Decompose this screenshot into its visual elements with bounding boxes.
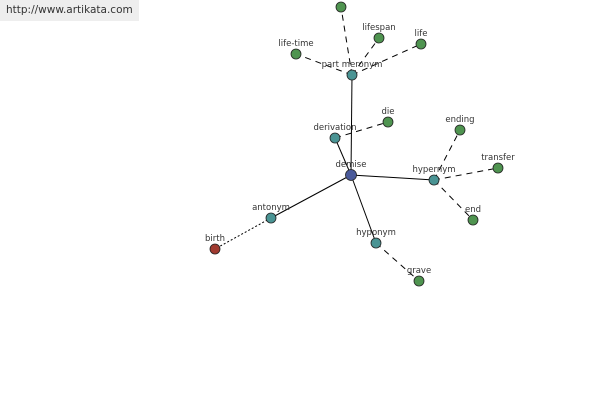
node-label: end [465,205,481,215]
node-partmeronym[interactable]: part meronym [322,60,383,81]
node-dot[interactable] [382,116,394,128]
node-end[interactable]: end [465,205,481,226]
edge-demise-hyponym [350,174,377,244]
node-dot[interactable] [335,1,347,13]
edge-hypernym-end [433,179,474,221]
node-label: birth [205,234,225,244]
edge-hypernym-ending [433,129,461,181]
node-birth[interactable]: birth [205,234,225,255]
node-dot[interactable] [492,162,504,174]
node-life[interactable]: life [415,29,428,50]
edge-partmeronym-lifespan [351,37,380,76]
url-banner[interactable]: http://www.artikata.com [0,0,139,21]
node-die[interactable]: die [382,107,395,128]
node-label: die [382,107,395,117]
node-life-time[interactable]: life-time [278,39,314,60]
node-dot[interactable] [413,275,425,287]
node-label: lifespan [362,23,395,33]
edge-demise-hypernym [350,174,435,181]
node-label: grave [407,266,431,276]
node-demise[interactable]: demise [336,160,367,181]
node-grave[interactable]: grave [407,266,431,287]
node-dot[interactable] [345,169,357,181]
edge-hyponym-grave [375,242,420,282]
edge-demise-partmeronym [350,74,353,176]
node-label: antonym [252,203,290,213]
edge-demise-derivation [334,137,352,176]
node-hyponym[interactable]: hyponym [356,228,396,249]
node-dot[interactable] [428,174,440,186]
edge-demise-antonym [270,174,352,219]
node-label: life [415,29,428,39]
node-ending[interactable]: ending [445,115,475,136]
node-dot[interactable] [454,124,466,136]
node-dot[interactable] [265,212,277,224]
node-label: derivation [313,123,356,133]
graph-edges [214,6,499,282]
node-dot[interactable] [415,38,427,50]
node-label: life-time [278,39,313,49]
node-label: part meronym [322,60,383,70]
node-transfer[interactable]: transfer [481,153,515,174]
node-label: hyponym [356,228,396,238]
node-dot[interactable] [370,237,382,249]
node-lifespan[interactable]: lifespan [362,23,396,44]
graph-nodes: lifespan life life-time die ending transfer en… [205,1,515,287]
node-unlabeled[interactable] [335,1,347,13]
edge-derivation-die [334,121,389,139]
edge-partmeronym-life-time [295,53,353,76]
node-label: demise [336,160,367,170]
node-dot[interactable] [467,214,479,226]
node-dot[interactable] [209,243,221,255]
edge-partmeronym-life [351,43,422,76]
node-derivation[interactable]: derivation [313,123,357,144]
node-dot[interactable] [329,132,341,144]
node-dot[interactable] [373,32,385,44]
node-hypernym[interactable]: hypernym [412,165,456,186]
node-dot[interactable] [346,69,358,81]
node-label: transfer [481,153,515,163]
node-dot[interactable] [290,48,302,60]
node-label: ending [445,115,474,125]
node-antonym[interactable]: antonym [252,203,290,224]
edge-partmeronym-unlabeled [340,6,353,76]
node-label: hypernym [412,165,455,175]
edge-antonym-birth [214,217,272,250]
